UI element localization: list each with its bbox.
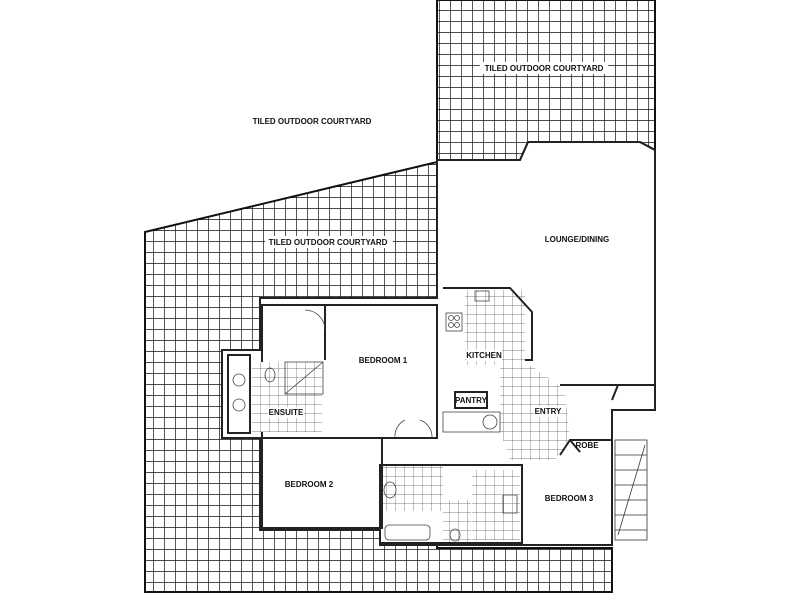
burner-icon — [454, 315, 460, 321]
label-bedroom2: BEDROOM 2 — [285, 480, 334, 489]
shower-diagonal — [284, 361, 324, 395]
bathtub-icon — [384, 524, 431, 541]
toilet-icon — [264, 367, 276, 383]
door-swing — [304, 309, 326, 331]
stairs — [614, 439, 648, 541]
bedroom3-wall — [521, 439, 613, 546]
laundry-box — [442, 411, 501, 433]
burner-icon — [448, 322, 454, 328]
toilet-icon — [383, 481, 397, 499]
label-ensuite: ENSUITE — [269, 408, 304, 417]
label-entry: ENTRY — [535, 407, 562, 416]
wc-floor — [443, 500, 471, 542]
tub-icon — [502, 494, 518, 514]
ensuite-vanity — [227, 354, 251, 434]
pantry-wall — [454, 391, 488, 409]
laundry-floor — [472, 470, 520, 540]
stove-icon — [445, 312, 463, 332]
label-lounge-dining: LOUNGE/DINING — [545, 235, 609, 244]
label-kitchen: KITCHEN — [466, 351, 502, 360]
sink-icon — [474, 290, 490, 302]
label-bedroom1: BEDROOM 1 — [359, 356, 408, 365]
basin-icon — [232, 373, 246, 387]
label-pantry: PANTRY — [455, 396, 488, 405]
kitchen-counter — [443, 287, 533, 361]
washer-icon — [482, 414, 498, 430]
label-bedroom3: BEDROOM 3 — [545, 494, 594, 503]
bathroom-floor — [383, 466, 443, 511]
toilet-icon — [449, 528, 461, 542]
double-door-swing — [394, 419, 433, 439]
basin-icon — [232, 398, 246, 412]
burner-icon — [448, 315, 454, 321]
burner-icon — [454, 322, 460, 328]
label-robe: ROBE — [575, 441, 599, 450]
label-courtyard-top-right: TILED OUTDOOR COURTYARD — [485, 64, 604, 73]
ensuite-floor — [252, 362, 322, 432]
room-labels: TILED OUTDOOR COURTYARD TILED OUTDOOR CO… — [253, 62, 609, 503]
robe-wall — [569, 439, 581, 453]
label-courtyard-top-left: TILED OUTDOOR COURTYARD — [253, 117, 372, 126]
courtyard-tiles-top — [436, 0, 656, 161]
label-courtyard-middle: TILED OUTDOOR COURTYARD — [269, 238, 388, 247]
shower-icon — [284, 361, 324, 395]
bedroom2-wall — [261, 437, 383, 529]
